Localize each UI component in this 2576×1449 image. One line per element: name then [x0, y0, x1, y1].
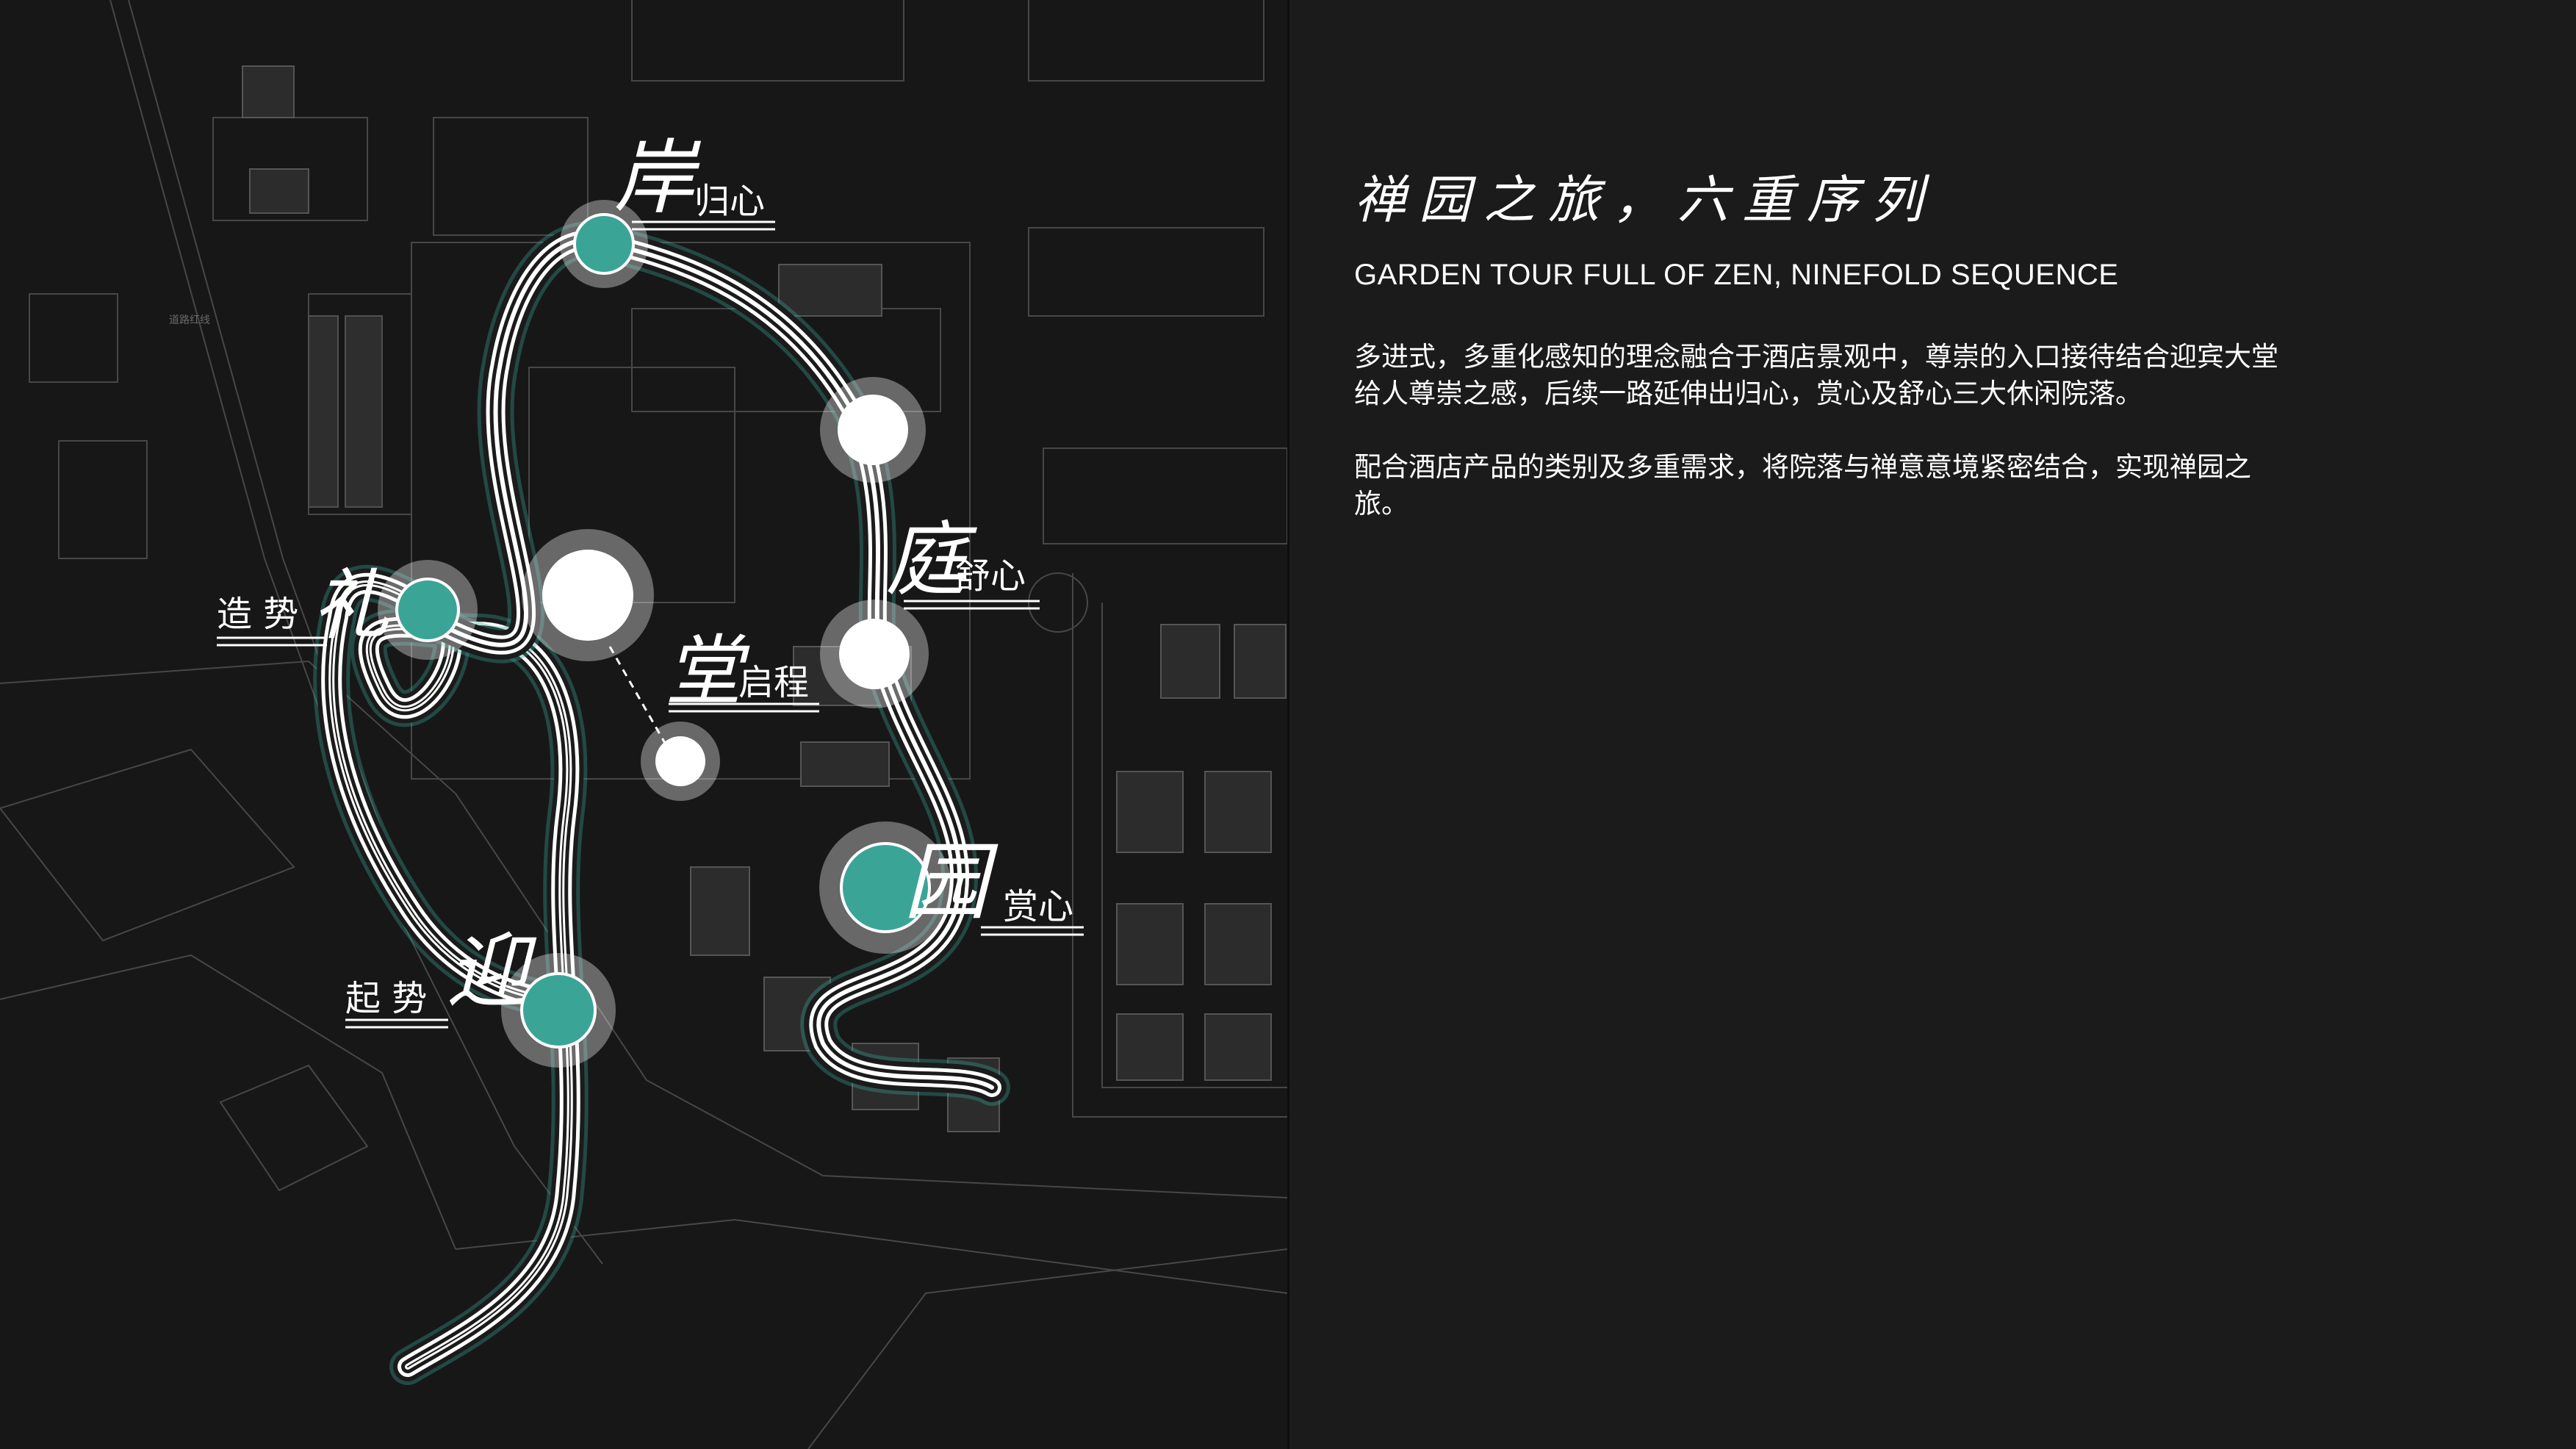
label-tang-sub: 启程	[738, 662, 809, 703]
node-li	[378, 560, 478, 660]
label-an-sub: 归心	[694, 181, 765, 222]
node-yuan	[819, 821, 951, 954]
label-underlines	[217, 220, 1084, 1029]
text-panel: 禅园之旅，六重序列 GARDEN TOUR FULL OF ZEN, NINEF…	[1354, 169, 2302, 559]
upper-loop-path	[408, 221, 1010, 1106]
node-an	[560, 200, 648, 288]
node-upper-right	[820, 377, 926, 483]
node-ting	[820, 600, 929, 708]
label-an-char: 岸	[614, 131, 702, 225]
site-plan-map: 道路红线	[0, 0, 1287, 1449]
node-ying	[501, 953, 616, 1068]
building-blocks	[242, 65, 1287, 1132]
label-li-char: 礼	[312, 561, 390, 650]
site-plan-svg: 道路红线	[0, 0, 1287, 1449]
label-li-sub: 造 势	[217, 594, 298, 635]
route-path	[313, 564, 589, 1385]
label-ting-char: 庭	[885, 513, 977, 607]
label-ting-sub: 舒心	[955, 555, 1026, 597]
panel-divider	[1287, 0, 1289, 1449]
paragraph-2: 配合酒店产品的类别及多重需求，将院落与禅意意境紧密结合，实现禅园之旅。	[1354, 451, 2251, 519]
label-tang-char: 堂	[665, 627, 750, 716]
dashed-connector	[608, 646, 670, 750]
map-labels: 岸 归心 庭 舒心 礼 造 势 堂 启程 园 赏心 迎 起 势	[217, 131, 1073, 1019]
label-ying-sub: 起 势	[345, 978, 427, 1019]
parking-strips	[308, 315, 383, 508]
road-label: 道路红线	[169, 314, 210, 326]
paragraph-1: 多进式，多重化感知的理念融合于酒店景观中，尊崇的入口接待结合迎宾大堂给人尊崇之感…	[1354, 341, 2278, 409]
title-english: GARDEN TOUR FULL OF ZEN, NINEFOLD SEQUEN…	[1354, 259, 2119, 291]
node-tang	[522, 529, 654, 661]
label-ying-char: 迎	[447, 924, 537, 1018]
title-chinese: 禅园之旅，六重序列	[1354, 170, 1936, 230]
node-small	[641, 722, 720, 801]
label-yuan-sub: 赏心	[1003, 886, 1073, 927]
label-yuan-char: 园	[904, 833, 999, 932]
